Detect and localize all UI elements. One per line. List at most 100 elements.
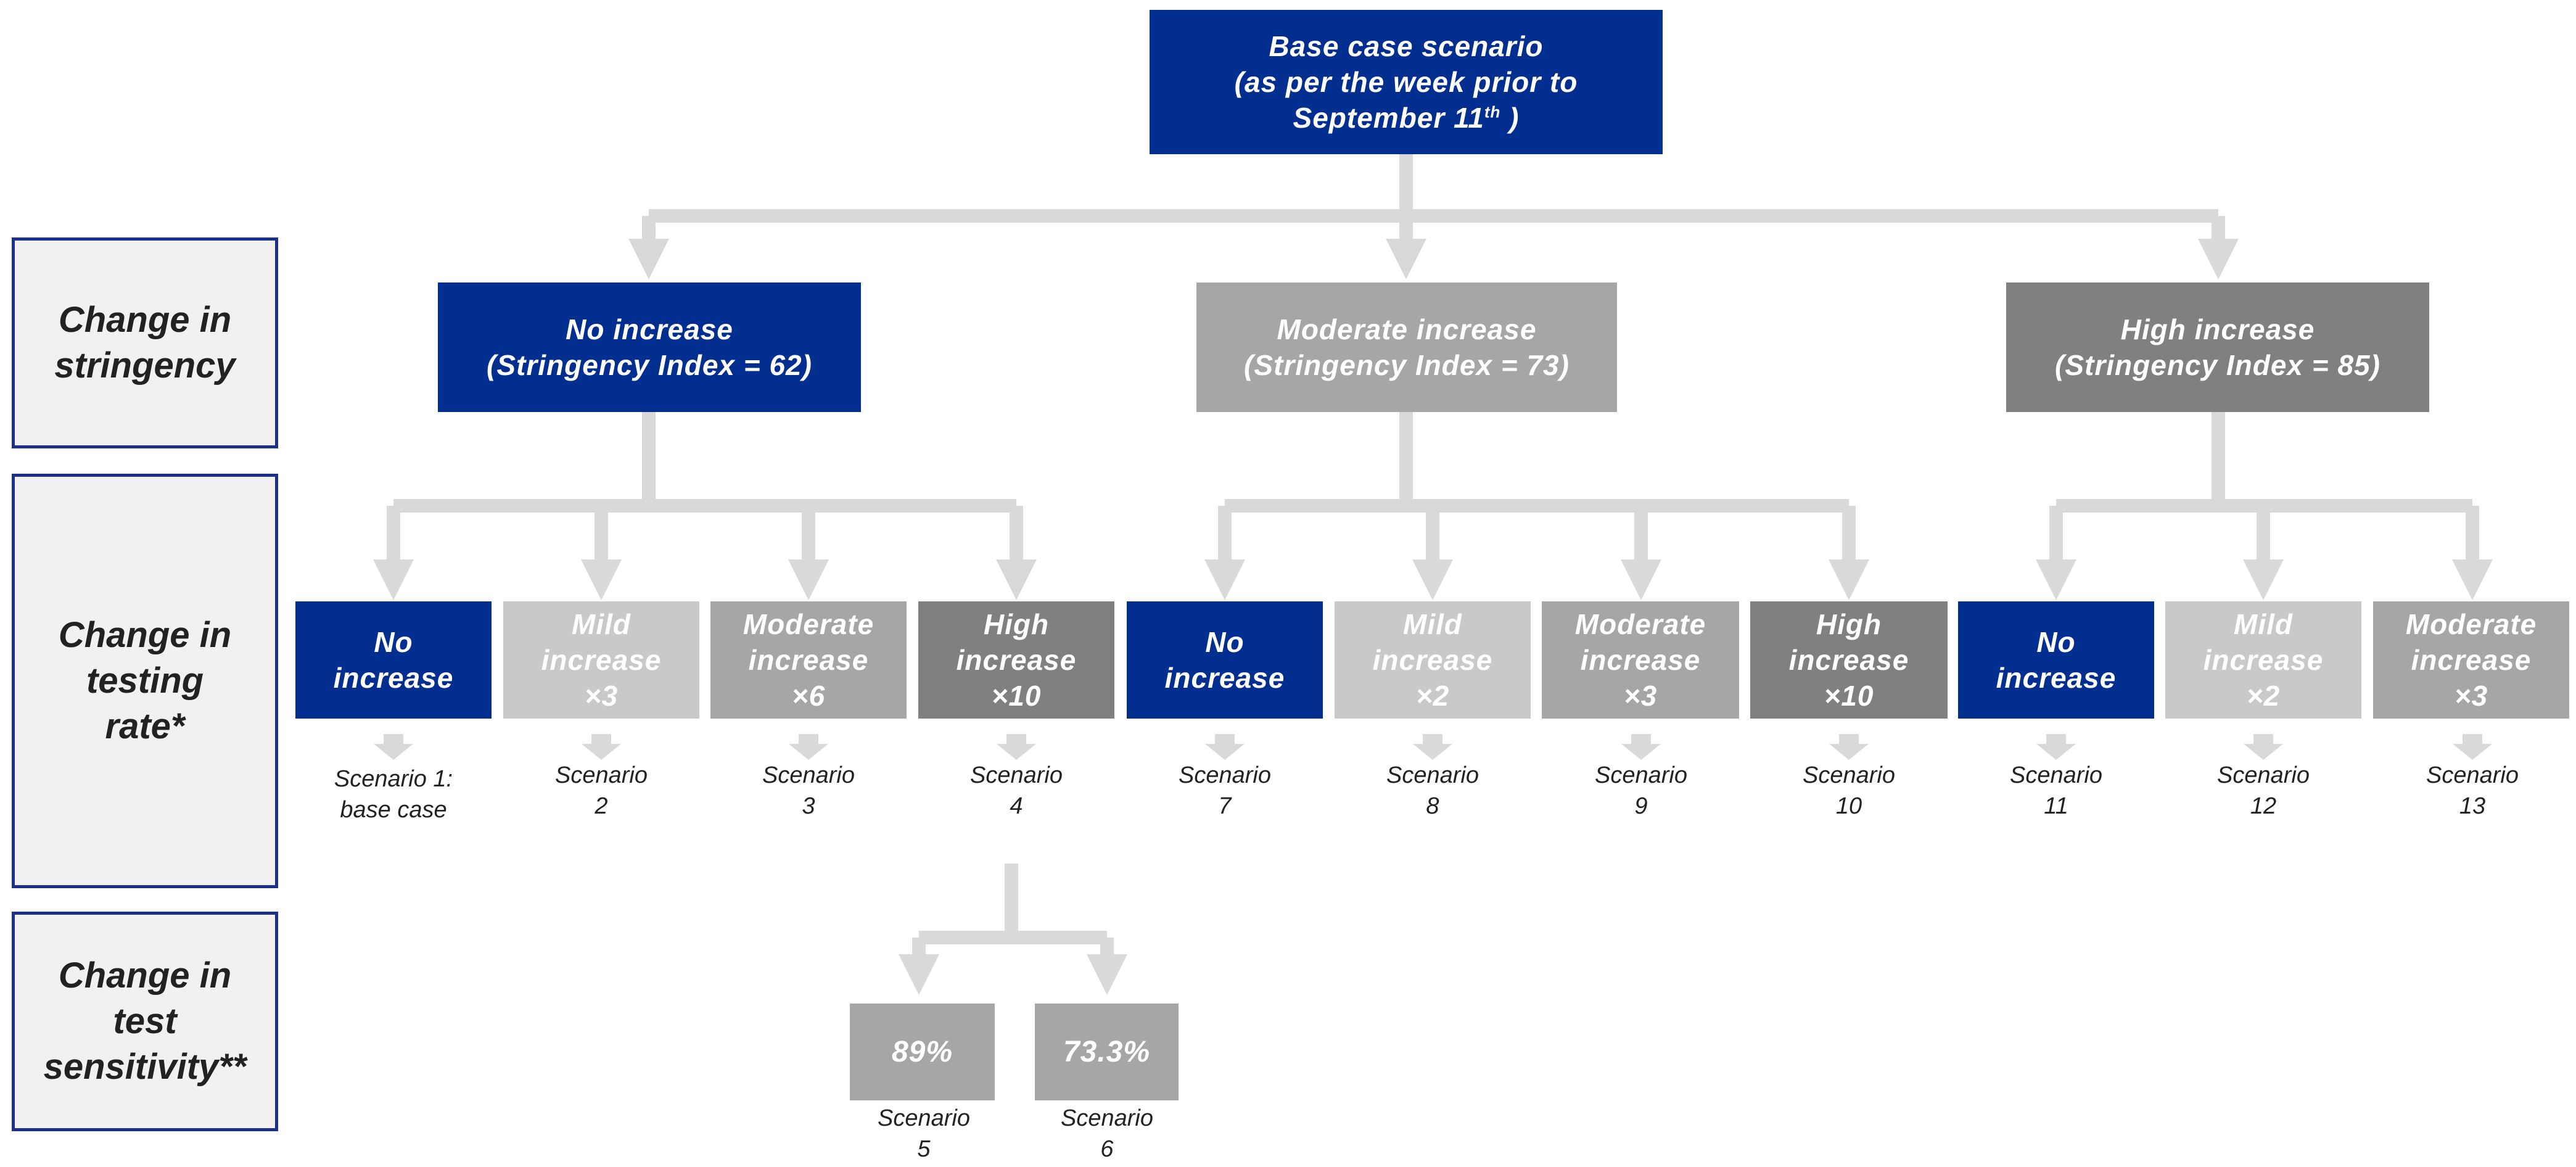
scenario-text: Scenario 1: (334, 766, 453, 792)
testing-box-8: Mild increase ×2 (1335, 601, 1531, 719)
scenario-text: Scenario (2010, 762, 2102, 788)
scenario-arrow-11 (2036, 734, 2076, 760)
base-case-subtitle: (as per the week prior to (1234, 66, 1578, 98)
scenario-text: Scenario (555, 762, 648, 788)
scenario-text: Scenario (2426, 762, 2519, 788)
row-label-text: Change in (58, 955, 232, 996)
testing-label: increase (956, 644, 1077, 676)
sensitivity-value: 89% (891, 1036, 953, 1068)
scenario-arrow-10 (1829, 734, 1869, 760)
testing-label: No (374, 626, 413, 658)
scenario-label-1: Scenario 1: base case (295, 764, 492, 825)
scenario-label-4: Scenario 4 (918, 760, 1115, 822)
stringency-index: (Stringency Index = 73) (1244, 349, 1570, 381)
sensitivity-value: 73.3% (1063, 1036, 1151, 1068)
row-label-text: test (113, 1001, 177, 1041)
stringency-index: (Stringency Index = 85) (2055, 349, 2381, 381)
base-case-date-end: ) (1500, 102, 1520, 134)
stringency-box-no-increase: No increase (Stringency Index = 62) (438, 282, 861, 412)
testing-multiplier: ×6 (791, 680, 826, 712)
scenario-number: 5 (917, 1136, 931, 1162)
row-label-stringency: Change in stringency (12, 237, 278, 448)
testing-box-4: High increase ×10 (918, 601, 1114, 719)
scenario-number: 12 (2250, 793, 2277, 819)
testing-label: increase (2411, 644, 2532, 676)
testing-multiplier: ×10 (1824, 680, 1874, 712)
testing-box-2: Mild increase ×3 (503, 601, 699, 719)
row-label-testing-rate: Change in testing rate* (12, 474, 278, 888)
scenario-text: Scenario (1595, 762, 1687, 788)
scenario-text: Scenario (1061, 1105, 1153, 1131)
scenario-arrow-9 (1621, 734, 1661, 760)
testing-label: increase (1788, 644, 1909, 676)
scenario-number: 3 (802, 793, 815, 819)
testing-box-10: High increase ×10 (1750, 601, 1948, 719)
testing-label: increase (1996, 662, 2117, 694)
row-label-text: Change in (58, 615, 232, 655)
testing-label: increase (333, 662, 454, 694)
testing-box-12: Mild increase ×2 (2165, 601, 2361, 719)
scenario-text: Scenario (878, 1105, 970, 1131)
scenario-number: 8 (1426, 793, 1439, 819)
scenario-label-10: Scenario 10 (1750, 760, 1948, 822)
testing-box-7: No increase (1127, 601, 1323, 719)
base-case-date-main: September 11 (1293, 102, 1484, 134)
testing-multiplier: ×3 (1623, 680, 1658, 712)
scenario-number: 11 (2044, 793, 2068, 819)
testing-label: increase (1372, 644, 1493, 676)
testing-box-1: No increase (295, 601, 492, 719)
testing-label: Moderate (2405, 608, 2537, 640)
scenario-text: Scenario (1803, 762, 1895, 788)
scenario-number: 10 (1835, 793, 1862, 819)
scenario-arrow-12 (2244, 734, 2283, 760)
testing-label: increase (1580, 644, 1701, 676)
stringency-title: High increase (2120, 313, 2315, 345)
stringency-title: Moderate increase (1277, 313, 1537, 345)
scenario-arrow-1 (374, 734, 413, 760)
scenario-arrow-7 (1205, 734, 1245, 760)
testing-box-3: Moderate increase ×6 (710, 601, 907, 719)
scenario-arrows (374, 734, 2492, 760)
scenario-label-5: Scenario 5 (825, 1103, 1023, 1165)
testing-label: No (2036, 626, 2076, 658)
row-label-text: Change in (58, 300, 232, 340)
scenario-number: 4 (1010, 793, 1023, 819)
scenario-label-6: Scenario 6 (1008, 1103, 1206, 1165)
testing-multiplier: ×2 (2246, 680, 2281, 712)
scenario-arrow-8 (1413, 734, 1452, 760)
base-case-date: September 11th ) (1293, 100, 1520, 136)
testing-label: increase (1164, 662, 1285, 694)
stringency-index: (Stringency Index = 62) (487, 349, 812, 381)
stringency-title: No increase (566, 313, 733, 345)
testing-label: High (1816, 608, 1882, 640)
testing-multiplier: ×10 (991, 680, 1042, 712)
scenario-label-12: Scenario 12 (2165, 760, 2362, 822)
testing-label: Moderate (1574, 608, 1706, 640)
testing-label: Mild (1403, 608, 1462, 640)
scenario-label-9: Scenario 9 (1542, 760, 1740, 822)
testing-label: increase (541, 644, 662, 676)
testing-label: Mild (572, 608, 631, 640)
testing-label: High (983, 608, 1050, 640)
scenario-number: 7 (1218, 793, 1232, 819)
scenario-text: base case (340, 797, 447, 823)
testing-label: Moderate (743, 608, 874, 640)
sensitivity-box-2: 73.3% (1035, 1004, 1179, 1100)
testing-multiplier: ×3 (584, 680, 619, 712)
testing-multiplier: ×3 (2454, 680, 2488, 712)
scenario-number: 13 (2459, 793, 2486, 819)
row-label-text: rate* (105, 706, 185, 746)
scenario-arrow-13 (2453, 734, 2492, 760)
stringency-box-high-increase: High increase (Stringency Index = 85) (2006, 282, 2429, 412)
testing-label: increase (748, 644, 869, 676)
scenario-label-8: Scenario 8 (1334, 760, 1531, 822)
sensitivity-box-1: 89% (850, 1004, 995, 1100)
scenario-arrow-3 (789, 734, 828, 760)
testing-label: No (1205, 626, 1245, 658)
testing-box-13: Moderate increase ×3 (2373, 601, 2569, 719)
scenario-number: 2 (595, 793, 608, 819)
scenario-number: 6 (1100, 1136, 1114, 1162)
stringency-box-moderate-increase: Moderate increase (Stringency Index = 73… (1196, 282, 1617, 412)
